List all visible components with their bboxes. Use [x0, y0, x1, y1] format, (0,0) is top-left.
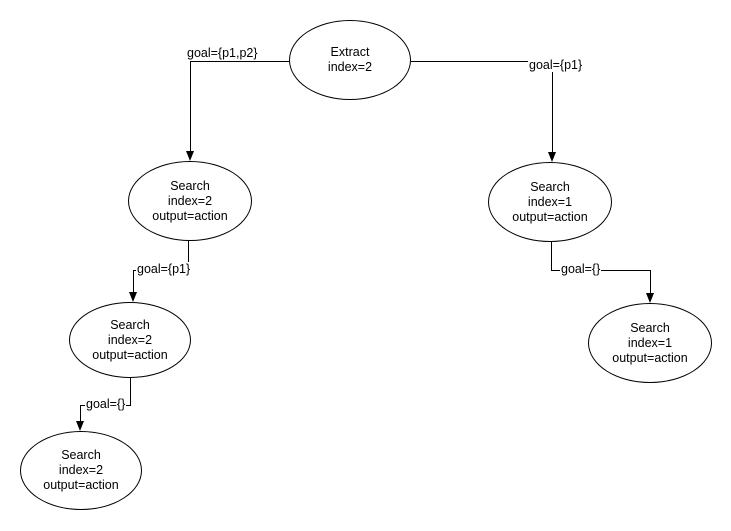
edge-segment [130, 378, 131, 405]
node-label-line: output=action [92, 347, 168, 362]
node-label-line: output=action [512, 209, 588, 224]
edge-label: goal={} [560, 262, 602, 276]
node-label-line: Search [170, 178, 210, 193]
edge-label: goal={p1} [136, 262, 192, 276]
node-label-line: index=2 [327, 60, 373, 74]
node-label-line: Search [630, 320, 670, 335]
node-label-line: Search [61, 448, 101, 462]
node-search-right-2: Search index=1 output=action [588, 303, 712, 383]
edge-segment [190, 61, 290, 62]
arrow-head-icon [76, 421, 84, 431]
node-label-line: output=action [43, 478, 119, 492]
edge-segment [552, 61, 553, 152]
edge-label: goal={p1,p2} [186, 46, 259, 60]
node-label-line: index=2 [58, 463, 104, 477]
node-label-line: Search [110, 317, 150, 332]
node-label-line: index=1 [527, 194, 573, 209]
arrow-head-icon [646, 293, 654, 303]
node-label-line: output=action [152, 208, 228, 223]
edge-segment [80, 405, 81, 421]
edge-segment [190, 61, 191, 151]
edge-label: goal={p1} [528, 58, 584, 72]
node-search-left-1: Search index=2 output=action [128, 161, 252, 241]
node-label-line: Search [530, 179, 570, 194]
node-search-left-2: Search index=2 output=action [69, 302, 191, 378]
edge-label: goal={} [85, 397, 127, 411]
edge-segment [188, 241, 189, 270]
arrow-head-icon [129, 292, 137, 302]
arrow-head-icon [186, 151, 194, 161]
node-label-line: index=2 [167, 193, 213, 208]
node-label-line: Extract [330, 45, 370, 59]
edge-segment [133, 270, 134, 292]
edge-segment [650, 270, 651, 293]
edge-segment [551, 242, 552, 270]
arrow-head-icon [548, 152, 556, 162]
node-label-line: index=2 [107, 332, 153, 347]
node-extract: Extract index=2 [289, 20, 411, 100]
edge-segment [411, 61, 552, 62]
node-search-left-3: Search index=2 output=action [20, 431, 142, 510]
node-label-line: index=1 [627, 335, 673, 350]
node-label-line: output=action [612, 350, 688, 365]
node-search-right-1: Search index=1 output=action [488, 162, 612, 242]
